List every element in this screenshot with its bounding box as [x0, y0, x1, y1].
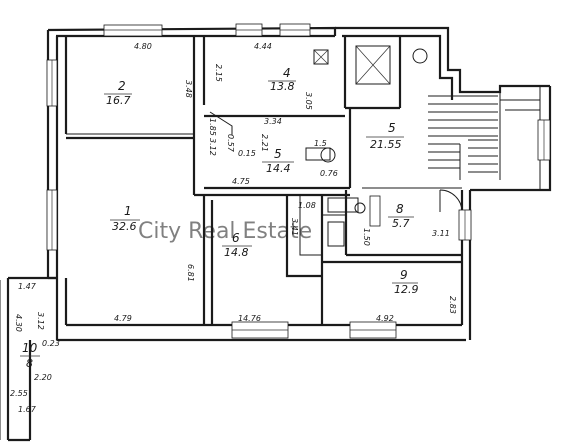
windows: [46, 23, 551, 339]
walls: [0, 26, 552, 442]
dimension-labels: 4.80 4.44 3.48 2.15 3.05 3.34 1.85 3.12 …: [10, 42, 457, 414]
room-area-10: 8: [26, 357, 33, 370]
dimension-label: 3.05: [304, 92, 313, 110]
room-number-6: 6: [232, 231, 240, 245]
dimension-label: 3.41: [290, 218, 299, 236]
room-area-5-hall: 21.55: [370, 138, 402, 151]
dimension-label: 6.81: [186, 264, 195, 282]
room-area-2: 16.7: [106, 94, 131, 107]
dimension-label: 1.67: [18, 405, 37, 414]
dimension-label: 4.80: [134, 42, 152, 51]
meter-box: [305, 147, 331, 161]
room-labels: 2 16.7 4 13.8 5 14.4 5 21.55 1 32.6 6 14…: [20, 66, 419, 370]
ventilation-box: [313, 49, 329, 65]
sink: [354, 202, 366, 214]
dimension-label: 0.76: [320, 169, 338, 178]
dimension-label: 3.48: [184, 80, 193, 98]
room-area-8: 5.7: [392, 217, 410, 230]
room-number-5-hall: 5: [388, 121, 396, 135]
dimension-label: 4.30: [14, 314, 23, 332]
dimension-label: 0.15: [238, 149, 256, 158]
dimension-label: 3.34: [264, 117, 282, 126]
room-area-4: 13.8: [270, 80, 295, 93]
room-number-2: 2: [118, 79, 126, 93]
dimension-label: 3.12: [208, 138, 217, 156]
dimension-label: 2.55: [10, 389, 28, 398]
dimension-label: 2.20: [34, 373, 52, 382]
room-number-9: 9: [400, 268, 408, 282]
staircase: [412, 48, 540, 180]
dimension-label: 0.23: [42, 339, 60, 348]
fixtures: [305, 49, 366, 247]
watermark: City Real Estate: [138, 219, 312, 244]
dimension-label: 4.75: [232, 177, 250, 186]
room-number-1: 1: [124, 204, 132, 218]
dimension-label: 2.21: [260, 134, 269, 152]
dimension-label: 4.79: [114, 314, 132, 323]
dimension-label: 1.85: [208, 118, 217, 136]
dimension-label: 2.15: [214, 64, 223, 82]
dimension-label: 4.92: [376, 314, 394, 323]
room-number-4: 4: [283, 66, 291, 80]
dimension-label: 1.50: [362, 228, 371, 246]
dimension-label: 3.12: [36, 312, 45, 330]
stove: [327, 221, 345, 247]
dimension-label: 2.83: [448, 296, 457, 314]
dimension-label: 1.08: [298, 201, 316, 210]
dimension-label: 14.76: [238, 314, 261, 323]
bath-fixture: [327, 197, 359, 213]
room-number-5-corridor: 5: [274, 147, 282, 161]
room-number-10: 10: [22, 341, 38, 355]
room-area-5-corridor: 14.4: [266, 162, 291, 175]
dimension-label: 1.47: [18, 282, 37, 291]
room-area-9: 12.9: [394, 283, 419, 296]
room-area-1: 32.6: [112, 220, 137, 233]
room-area-6: 14.8: [224, 246, 249, 259]
dimension-label: 3.11: [432, 229, 450, 238]
dimension-label: 1.5: [314, 139, 327, 148]
room-number-8: 8: [396, 202, 404, 216]
dimension-label: 0.57: [226, 134, 235, 153]
dimension-label: 4.44: [254, 42, 272, 51]
